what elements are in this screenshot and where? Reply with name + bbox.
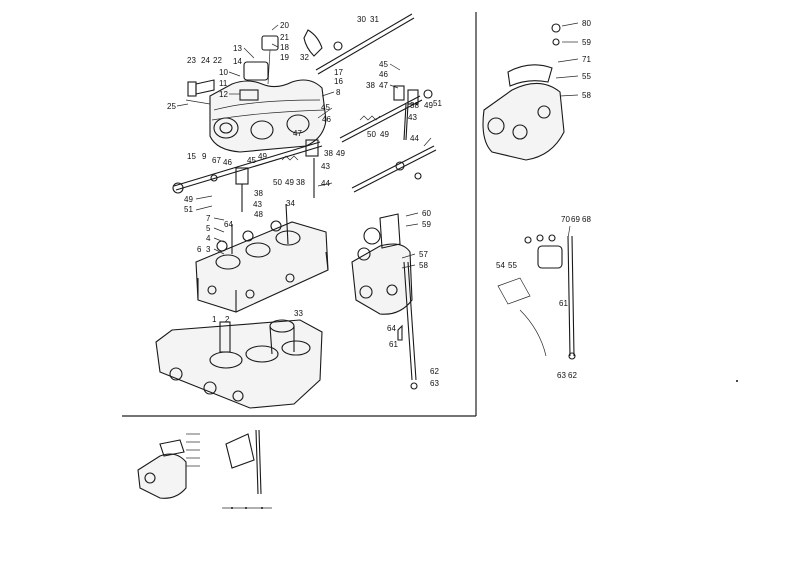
callout-49c: 49 [336, 149, 345, 158]
callout-49f: 49 [184, 195, 193, 204]
callout-47b: 47 [293, 129, 302, 138]
callout-63b: 63 [557, 371, 566, 380]
gear-housing-right [482, 23, 565, 161]
callout-43a: 43 [408, 113, 417, 122]
breather-pipe [303, 13, 415, 75]
callout-17: 17 [334, 68, 343, 77]
callout-60a: 60 [422, 209, 431, 218]
callout-12: 12 [219, 90, 228, 99]
callout-80: 80 [582, 19, 591, 28]
callout-47a: 47 [379, 81, 388, 90]
callout-8: 8 [336, 88, 341, 97]
callout-62b: 62 [568, 371, 577, 380]
callout-43c: 43 [253, 200, 262, 209]
rocker-cover [185, 35, 327, 153]
callout-58a: 58 [419, 261, 428, 270]
callout-57: 57 [419, 250, 428, 259]
callout-49d: 49 [258, 152, 267, 161]
callout-9: 9 [202, 152, 207, 161]
frame-lines [122, 12, 477, 417]
callout-32: 32 [300, 53, 309, 62]
callout-3: 3 [206, 245, 211, 254]
callout-46c: 46 [223, 158, 232, 167]
callout-49b: 49 [380, 130, 389, 139]
callout-23: 23 [187, 56, 196, 65]
callout-63a: 63 [430, 379, 439, 388]
callout-15: 15 [187, 152, 196, 161]
callout-22: 22 [213, 56, 222, 65]
callout-58b: 58 [582, 91, 591, 100]
callout-38e: 38 [254, 189, 263, 198]
callout-48: 48 [254, 210, 263, 219]
callout-49a: 49 [424, 101, 433, 110]
rocker-shaft-left [172, 139, 323, 212]
pushrod-bar [351, 145, 437, 193]
callout-44a: 44 [410, 134, 419, 143]
callout-6: 6 [197, 245, 202, 254]
rocker-shaft-right [339, 85, 433, 143]
callout-43b: 43 [321, 162, 330, 171]
callout-30: 30 [357, 15, 366, 24]
callout-59a: 59 [422, 220, 431, 229]
callout-54: 54 [496, 261, 505, 270]
callout-51b: 51 [184, 205, 193, 214]
callout-51a: 51 [433, 99, 442, 108]
pump-assembly-right [497, 234, 576, 360]
callout-62a: 62 [430, 367, 439, 376]
stray-dot [736, 380, 738, 382]
callout-labels: 20 21 18 19 13 14 23 24 22 10 11 12 25 3… [167, 15, 591, 388]
cylinder-head [195, 203, 329, 313]
callout-68: 68 [582, 215, 591, 224]
callout-leaders [176, 22, 579, 269]
callout-45a: 45 [379, 60, 388, 69]
callout-64b: 64 [387, 324, 396, 333]
sub-assembly-lower [137, 429, 272, 509]
callout-13: 13 [233, 44, 242, 53]
callout-2: 2 [225, 315, 230, 324]
callout-38a: 38 [366, 81, 375, 90]
callout-38b: 38 [410, 101, 419, 110]
callout-38d: 38 [296, 178, 305, 187]
callout-69: 69 [571, 215, 580, 224]
callout-61a: 61 [389, 340, 398, 349]
callout-31: 31 [370, 15, 379, 24]
callout-11: 11 [219, 79, 228, 88]
callout-45c: 45 [247, 156, 256, 165]
callout-25: 25 [167, 102, 176, 111]
callout-49e: 49 [285, 178, 294, 187]
callout-24: 24 [201, 56, 210, 65]
callout-5: 5 [206, 224, 211, 233]
callout-7: 7 [206, 214, 211, 223]
callout-67: 67 [212, 156, 221, 165]
callout-1: 1 [212, 315, 217, 324]
callout-10: 10 [219, 68, 228, 77]
callout-38c: 38 [324, 149, 333, 158]
callout-45b: 45 [321, 103, 330, 112]
callout-19: 19 [280, 53, 289, 62]
callout-46b: 46 [322, 115, 331, 124]
callout-70: 70 [561, 215, 570, 224]
engine-block [155, 319, 323, 409]
callout-21: 21 [280, 33, 289, 42]
callout-20: 20 [280, 21, 289, 30]
callout-34: 34 [286, 199, 295, 208]
callout-50b: 50 [273, 178, 282, 187]
callout-44b: 44 [321, 179, 330, 188]
callout-71: 71 [582, 55, 591, 64]
callout-64a: 64 [224, 220, 233, 229]
callout-18: 18 [280, 43, 289, 52]
callout-46a: 46 [379, 70, 388, 79]
callout-59b: 59 [582, 38, 591, 47]
callout-16: 16 [334, 77, 343, 86]
callout-4: 4 [206, 234, 211, 243]
callout-33: 33 [294, 309, 303, 318]
callout-50a: 50 [367, 130, 376, 139]
callout-14: 14 [233, 57, 242, 66]
callout-55a: 55 [582, 72, 591, 81]
callout-61b: 61 [559, 299, 568, 308]
timing-housing-middle [351, 213, 418, 390]
callout-55b: 55 [508, 261, 517, 270]
